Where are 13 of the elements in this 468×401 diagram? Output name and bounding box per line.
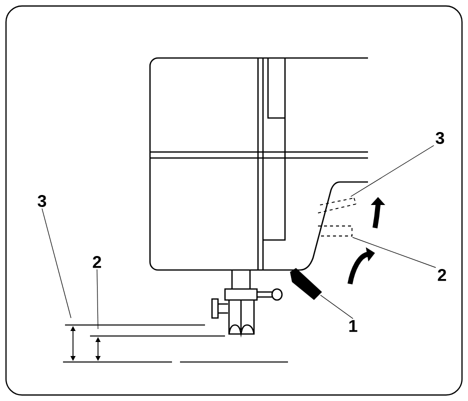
callout-number: 2 bbox=[92, 256, 102, 268]
callout-number: 1 bbox=[349, 320, 358, 332]
leader-line bbox=[96, 269, 98, 330]
callout-number: 2 bbox=[438, 269, 446, 281]
presser-foot-lever bbox=[290, 268, 322, 300]
leader-line bbox=[350, 145, 434, 197]
lever-position bbox=[318, 226, 352, 236]
callout-number: 3 bbox=[38, 194, 46, 208]
leader-line bbox=[352, 237, 436, 268]
leader-line bbox=[42, 208, 72, 318]
leader-line bbox=[320, 294, 354, 319]
lever-position bbox=[318, 198, 356, 214]
callout-number: 3 bbox=[436, 132, 444, 144]
